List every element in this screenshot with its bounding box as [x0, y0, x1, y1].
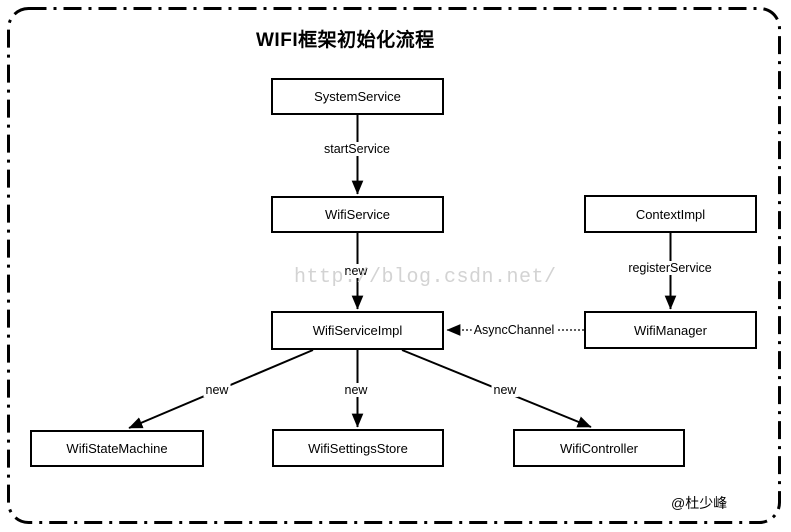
edge-label-new-wifistatemachine: new: [203, 383, 231, 397]
node-context-impl-label: ContextImpl: [635, 206, 706, 222]
edge-label-new-wifiserviceimpl: new: [342, 264, 370, 278]
edge-label-new-wificontroller: new: [491, 383, 519, 397]
node-wifi-controller: WifiController: [513, 429, 685, 467]
diagram-title: WIFI框架初始化流程: [256, 30, 435, 51]
outer-dash-dot-border: [7, 7, 781, 524]
node-wifi-service-impl-label: WifiServiceImpl: [312, 323, 403, 338]
node-system-service: SystemService: [271, 78, 444, 115]
edge-label-registerservice: registerService: [626, 261, 714, 275]
node-wifi-state-machine: WifiStateMachine: [30, 430, 204, 467]
node-wifi-settings-store-label: WifiSettingsStore: [308, 440, 408, 456]
edge-label-new-wifisettingsstore: new: [342, 383, 370, 397]
edge-label-asyncchannel: AsyncChannel: [471, 323, 557, 337]
node-system-service-label: SystemService: [314, 89, 401, 104]
author-signature: @杜少峰: [671, 495, 728, 511]
node-wifi-state-machine-label: WifiStateMachine: [66, 441, 168, 456]
node-wifi-controller-label: WifiController: [559, 440, 638, 456]
node-context-impl: ContextImpl: [584, 195, 757, 233]
node-wifi-service-label: WifiService: [324, 207, 390, 222]
edge-label-startservice: startService: [322, 142, 392, 156]
node-wifi-manager: WifiManager: [584, 311, 757, 349]
node-wifi-service: WifiService: [271, 196, 444, 233]
node-wifi-settings-store: WifiSettingsStore: [272, 429, 444, 467]
node-wifi-service-impl: WifiServiceImpl: [271, 311, 444, 350]
node-wifi-manager-label: WifiManager: [634, 322, 707, 338]
